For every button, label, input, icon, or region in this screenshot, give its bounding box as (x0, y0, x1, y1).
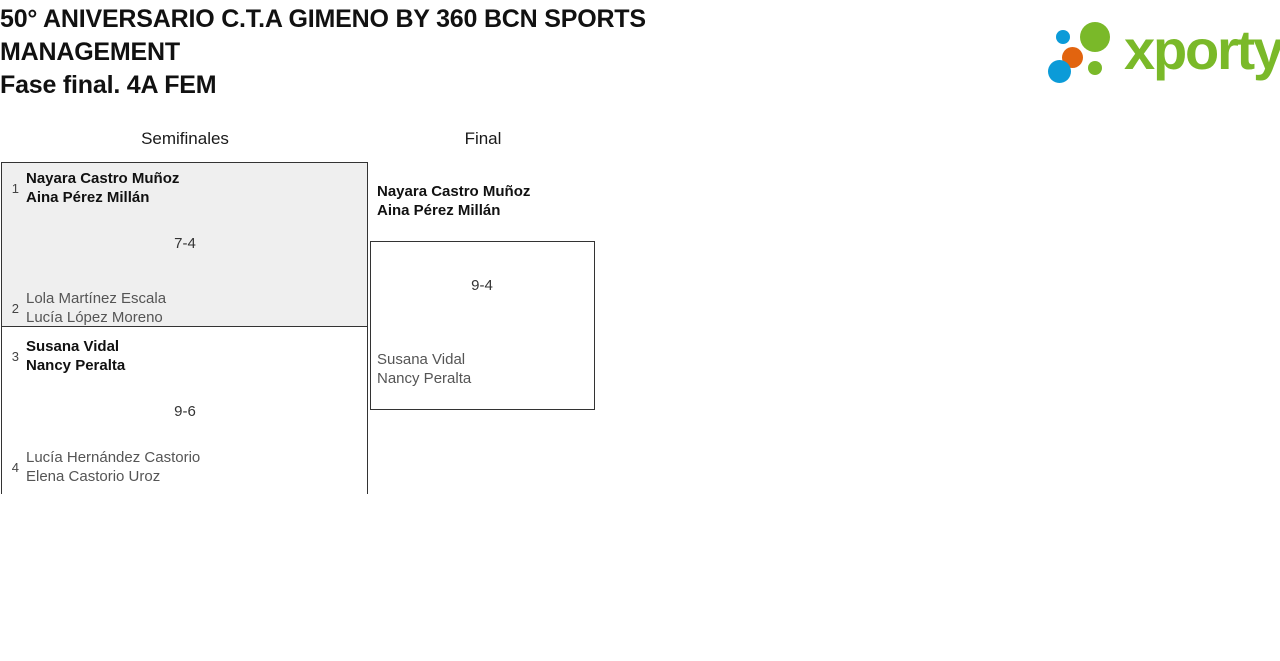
team-player-names: Susana Vidal Nancy Peralta (377, 350, 471, 388)
phase-title: Fase final. 4A FEM (0, 71, 217, 99)
player-name: Elena Castorio Uroz (26, 468, 161, 485)
seed-number: 4 (11, 460, 19, 475)
semifinal-2-score: 9-6 (174, 403, 196, 420)
dot-green-large (1080, 22, 1110, 52)
team-player-names: Susana Vidal Nancy Peralta (26, 337, 125, 375)
page-header: 50° ANIVERSARIO C.T.A GIMENO BY 360 BCN … (0, 0, 1280, 110)
final-bracket-box[interactable] (370, 241, 595, 410)
player-name: Aina Pérez Millán (26, 189, 150, 206)
xporty-logo[interactable]: xporty (1048, 16, 1280, 84)
seed-number: 1 (11, 181, 19, 196)
team-player-names: Lola Martínez Escala Lucía López Moreno (26, 289, 166, 327)
team-player-names: Nayara Castro Muñoz Aina Pérez Millán (26, 169, 179, 207)
seed-number: 2 (11, 301, 19, 316)
team-player-names: Lucía Hernández Castorio Elena Castorio … (26, 448, 200, 486)
dot-blue-medium (1048, 60, 1071, 83)
semifinal-1-score: 7-4 (174, 235, 196, 252)
player-name: Lucía Hernández Castorio (26, 449, 201, 466)
player-name: Nayara Castro Muñoz (377, 183, 531, 200)
player-name: Nayara Castro Muñoz (26, 170, 180, 187)
round-header-final: Final (464, 129, 502, 148)
player-name: Susana Vidal (377, 351, 466, 368)
player-name: Nancy Peralta (377, 370, 472, 387)
player-name: Susana Vidal (26, 338, 120, 355)
final-score: 9-4 (471, 277, 493, 294)
player-name: Lucía López Moreno (26, 309, 163, 326)
tournament-title: 50° ANIVERSARIO C.T.A GIMENO BY 360 BCN … (0, 5, 646, 66)
player-name: Nancy Peralta (26, 357, 126, 374)
tournament-bracket: Semifinales Final 1 Nayara Castro Muñoz … (0, 120, 1280, 520)
logo-dots-cluster (1048, 16, 1130, 84)
seed-number: 3 (11, 349, 19, 364)
player-name: Aina Pérez Millán (377, 202, 501, 219)
dot-green-small (1088, 61, 1102, 75)
semifinal-match-2[interactable] (2, 327, 367, 495)
semifinal-match-1[interactable] (2, 163, 367, 327)
semifinals-bracket-box (1, 162, 368, 495)
team-player-names: Nayara Castro Muñoz Aina Pérez Millán (377, 182, 530, 220)
round-header-semifinals: Semifinales (141, 129, 229, 148)
dot-blue-small-top (1056, 30, 1070, 44)
player-name: Lola Martínez Escala (26, 290, 167, 307)
logo-wordmark: xporty (1124, 18, 1280, 81)
